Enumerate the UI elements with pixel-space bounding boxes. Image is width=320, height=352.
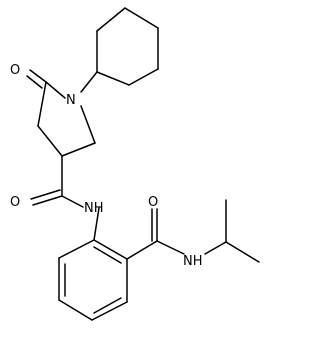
amide-aryl-bond (93, 207, 100, 241)
cyclohexyl-ring (96, 7, 159, 86)
n-cyclohexyl-bond (80, 71, 98, 93)
lactam-carbonyl (26, 69, 47, 89)
lactam-oxygen-label: O (10, 63, 20, 78)
benzene-ring (58, 239, 128, 321)
isopropyl-amide (126, 199, 260, 263)
ring-nitrogen-label: N (66, 93, 76, 108)
amide-oxygen-label-2: O (148, 195, 158, 210)
carboxamide-linker (30, 155, 84, 208)
amide-oxygen-label-1: O (10, 195, 20, 210)
amide-nh-label-1: NH (84, 201, 104, 216)
amide-nh-label-2: NH (183, 254, 203, 269)
chemical-structure-diagram: N O O NH O NH (10, 7, 260, 321)
pyrrolidinone-ring (37, 81, 96, 157)
